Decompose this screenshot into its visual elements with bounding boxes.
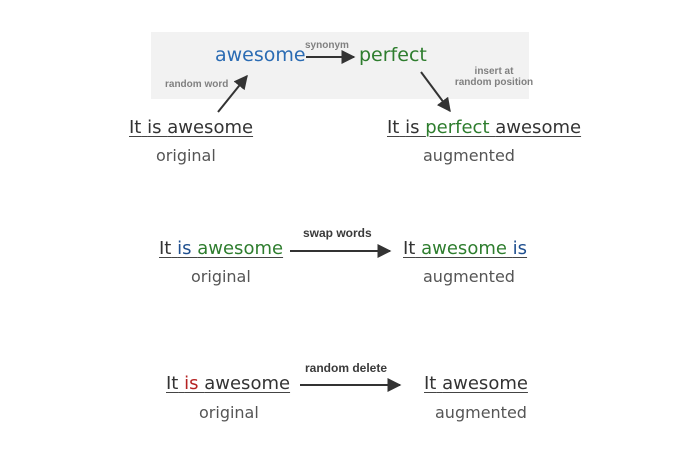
insert-label-line2: random position xyxy=(454,77,534,88)
synonym-original-sentence: It is awesome xyxy=(129,117,253,139)
delete-original-sentence: It is awesome xyxy=(166,373,290,395)
synonym-original-caption: original xyxy=(156,146,216,165)
synonym-panel-background xyxy=(151,32,529,99)
insert-label-line1: insert at xyxy=(474,66,514,77)
insert-arrow xyxy=(420,71,451,113)
random-word-label: random word xyxy=(165,79,229,90)
swap-augmented-sentence: It awesome is xyxy=(403,238,527,260)
word-is: is xyxy=(147,117,162,138)
swap-original-sentence: It is awesome xyxy=(159,238,283,260)
word-is: is xyxy=(177,238,192,259)
target-word: perfect xyxy=(359,44,427,66)
word-awesome: awesome xyxy=(197,238,284,259)
random-delete-label: random delete xyxy=(305,361,388,375)
word-is: is xyxy=(405,117,420,138)
word-it: It xyxy=(129,117,142,138)
word-it: It xyxy=(166,373,179,394)
word-it: It xyxy=(159,238,172,259)
synonym-augmented-caption: augmented xyxy=(423,146,515,165)
swap-original-caption: original xyxy=(191,267,251,286)
synonym-label: synonym xyxy=(305,40,349,51)
word-it: It xyxy=(387,117,400,138)
word-it: It xyxy=(424,373,437,394)
delete-original-caption: original xyxy=(199,403,259,422)
word-is: is xyxy=(512,238,528,259)
swap-words-label: swap words xyxy=(303,226,372,240)
pick-word-arrow xyxy=(217,74,248,113)
source-word: awesome xyxy=(215,44,306,66)
inserted-word-perfect: perfect xyxy=(425,117,490,138)
word-it: It xyxy=(403,238,416,259)
synonym-augmented-sentence: It is perfect awesome xyxy=(387,117,581,139)
swap-augmented-caption: augmented xyxy=(423,267,515,286)
word-awesome: awesome xyxy=(204,373,291,394)
deleted-word-is: is xyxy=(184,373,199,394)
word-awesome: awesome xyxy=(421,238,507,259)
word-awesome: awesome xyxy=(442,373,528,394)
delete-augmented-caption: augmented xyxy=(435,403,527,422)
insert-position-label: insert at random position xyxy=(449,66,539,88)
word-awesome: awesome xyxy=(167,117,254,138)
delete-augmented-sentence: It awesome xyxy=(424,373,528,395)
word-awesome: awesome xyxy=(495,117,582,138)
